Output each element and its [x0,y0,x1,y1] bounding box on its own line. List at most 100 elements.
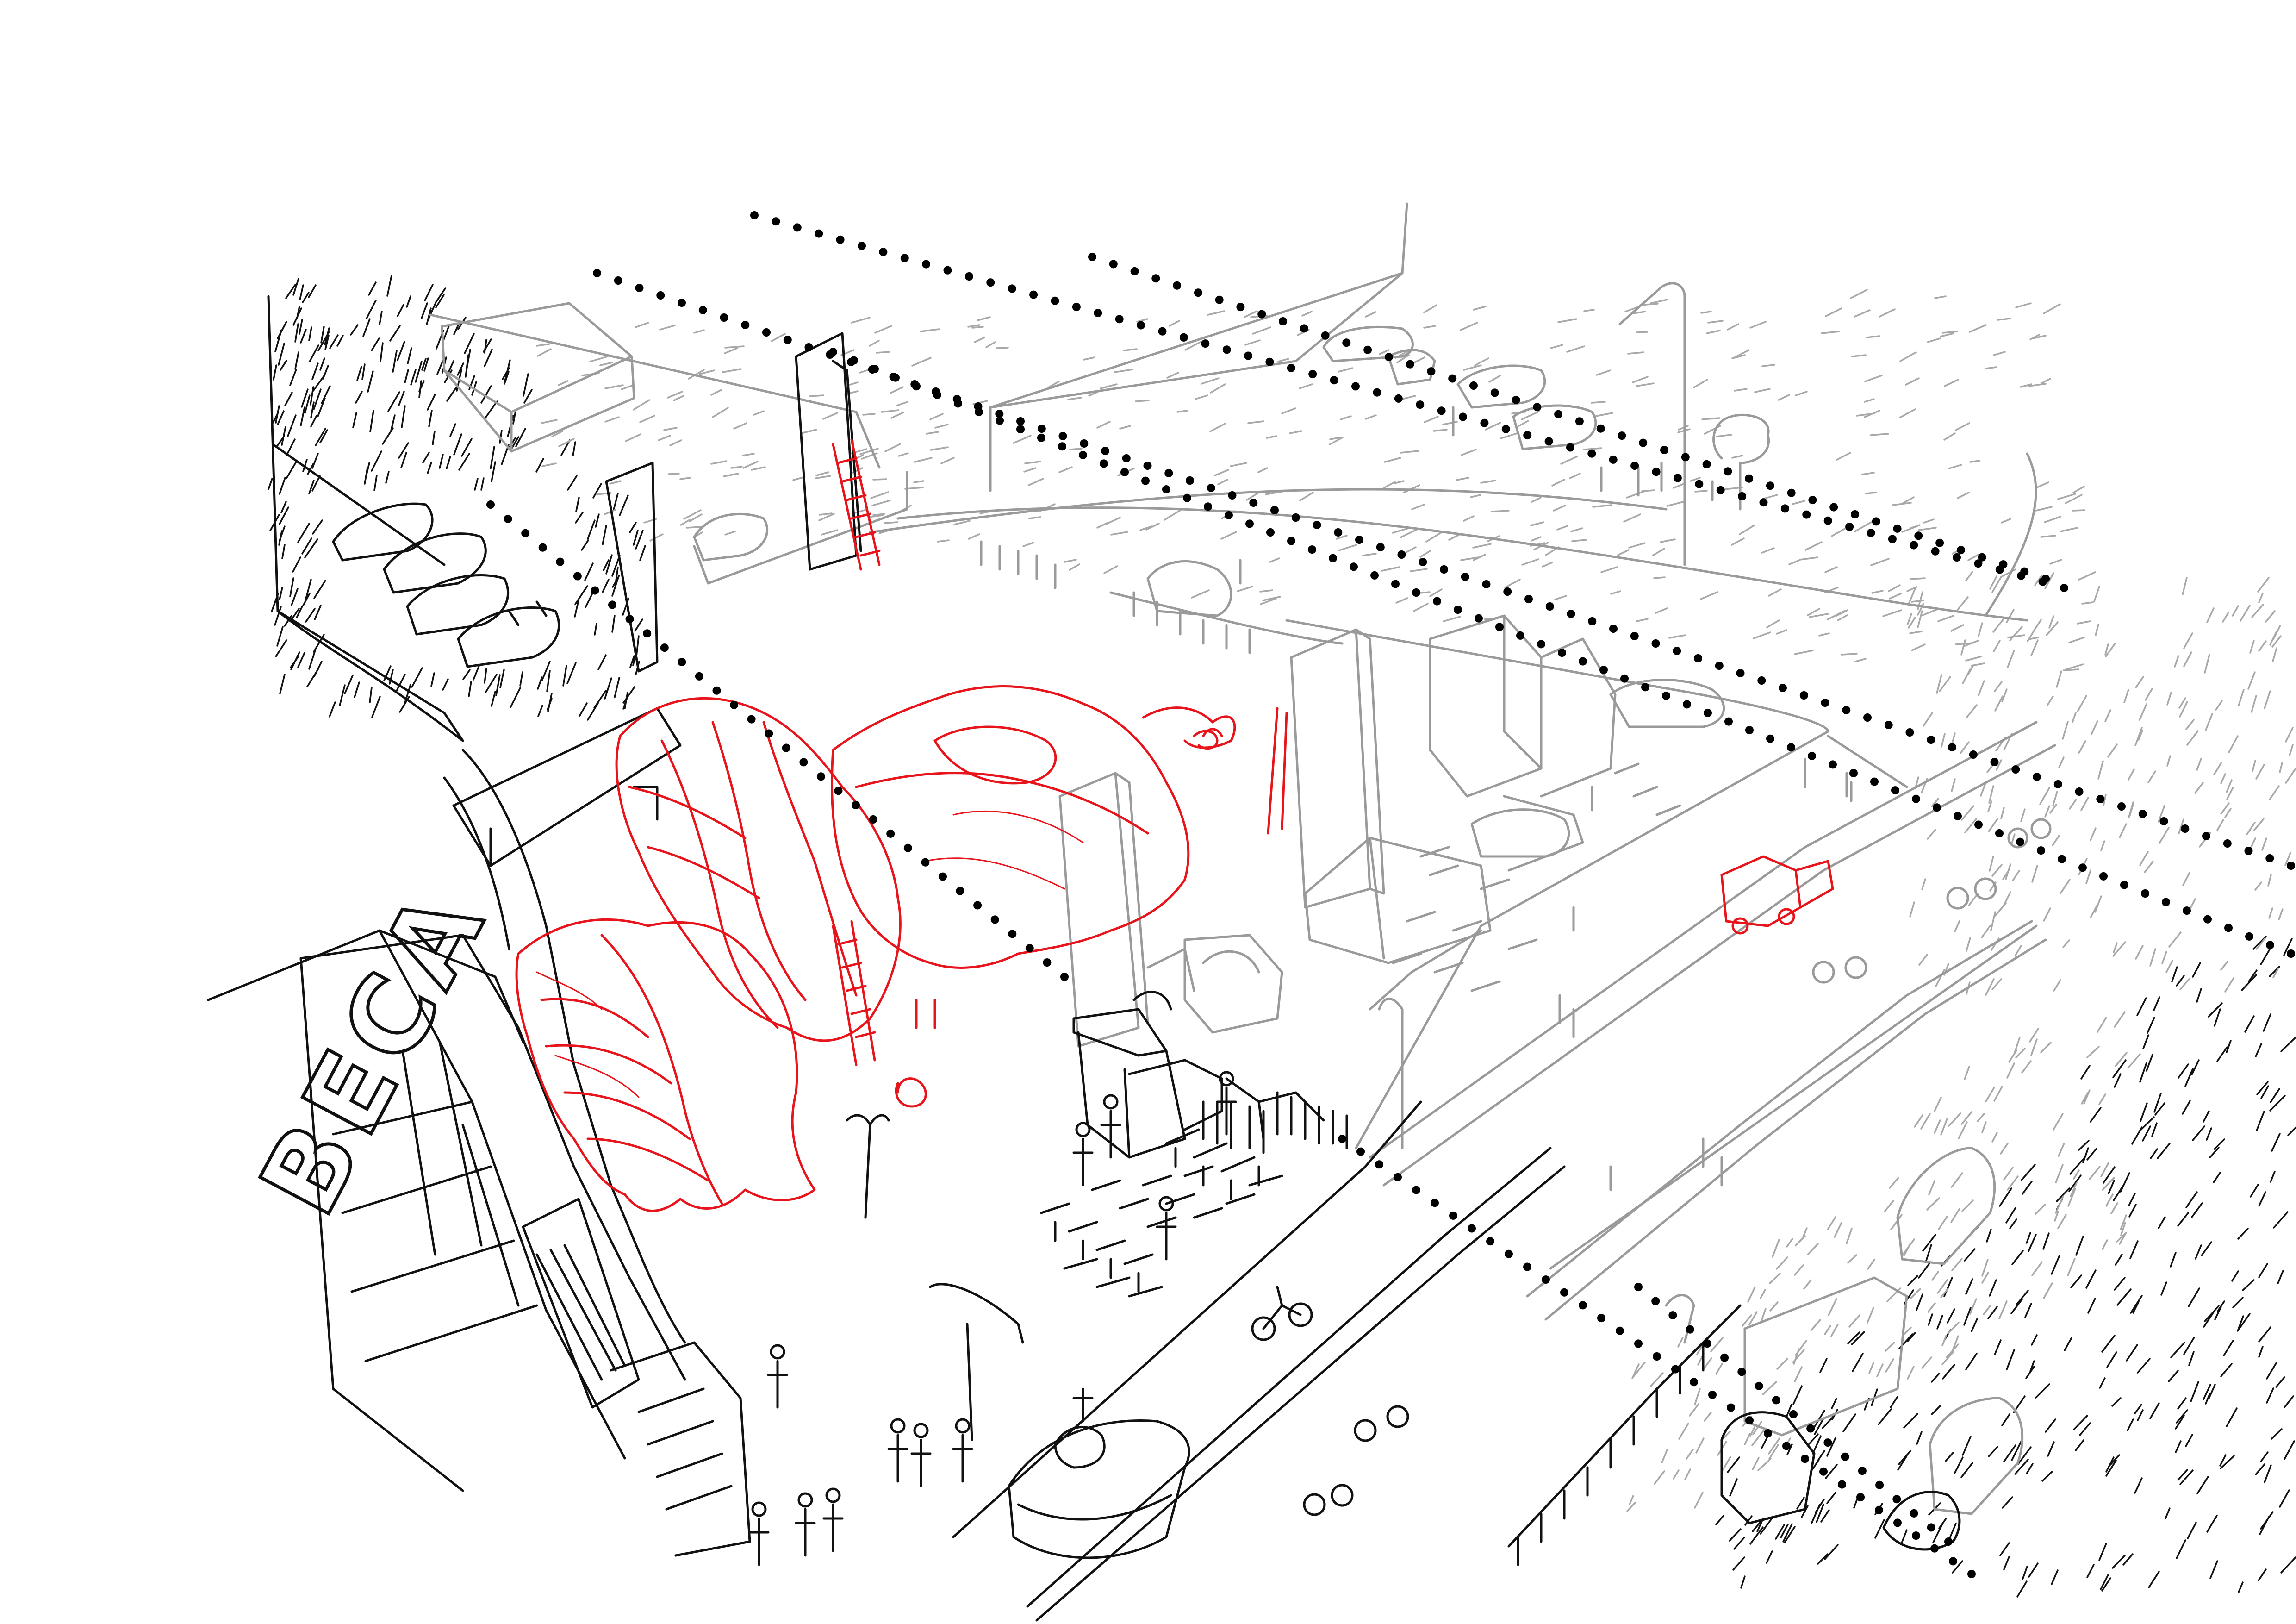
guide-dot [1482,580,1491,588]
guide-dot [1620,674,1629,683]
guide-dot [1944,1537,1953,1546]
guide-dot [712,686,721,695]
guide-dot [921,858,930,867]
guide-dot [1930,1544,1939,1553]
guide-dot [1630,462,1639,470]
guide-dot [1416,400,1425,409]
guide-dot [1137,321,1145,330]
guide-dot [1554,410,1563,418]
guide-dot [1652,468,1661,476]
guide-dot [1694,654,1702,662]
guide-dot [1737,1368,1746,1376]
guide-dot [1639,438,1648,447]
guide-dot [2183,906,2191,915]
guide-dot [1461,573,1469,581]
guide-dot [1757,676,1766,685]
guide-dot [1141,476,1150,485]
guide-dot [836,235,845,244]
guide-dot [1823,1438,1832,1447]
guide-dot [1668,1311,1677,1320]
guide-dot [815,229,823,238]
guide-dot [1016,417,1025,425]
guide-dot [1673,474,1682,482]
guide-dot [1058,442,1066,451]
guide-dot [1265,357,1274,366]
guide-dot [1051,296,1059,305]
guide-dot [1308,545,1316,554]
guide-dot [1856,1493,1865,1502]
building-sign: BECA [236,864,513,1236]
guide-dot [1406,360,1414,369]
guide-dot [1043,958,1052,967]
guide-dot [698,306,707,314]
guide-dot [1978,553,1986,562]
guide-dot [772,217,780,226]
guide-dot [747,715,756,724]
guide-dot [1829,503,1838,512]
guide-dot [1287,537,1295,545]
guide-dot [1440,565,1448,574]
guide-dot [635,284,644,292]
guide-dot [521,529,530,537]
guide-dot [1058,432,1067,440]
guide-dot [1384,353,1393,362]
guide-dot [1720,1353,1729,1362]
guide-dot [1808,496,1817,505]
guide-dot [1308,370,1317,379]
guide-dot [1016,425,1025,434]
guide-dot [1738,492,1747,500]
guide-dot [1727,1403,1735,1412]
guide-dot [1201,339,1210,348]
guide-dot [2033,773,2041,781]
hatch-strokes [1626,1011,2141,1512]
guide-dot [852,801,860,810]
guide-dot [1122,454,1131,462]
guide-dot [1819,1467,1828,1476]
guide-dot [573,572,582,581]
guide-dot [1579,1301,1587,1310]
guide-dot [556,557,565,566]
guide-dot [2245,932,2253,941]
guide-dot [956,887,964,895]
guide-dot [964,272,973,281]
guide-dot [943,266,952,275]
guide-dot [1503,587,1512,596]
guide-dot [1244,351,1252,360]
guide-dot [829,348,837,356]
guide-dot [1486,1237,1494,1246]
guide-dot [2117,802,2126,811]
guide-dot [1342,338,1351,347]
guide-dot [1130,267,1139,275]
guide-dot [2037,846,2045,855]
guide-dot [816,772,825,781]
guide-dot [1673,647,1681,655]
guide-dot [1350,562,1358,571]
hatch-strokes [268,275,646,721]
guide-dot [1101,447,1109,455]
guide-dot [1967,1570,1976,1578]
guide-dot [1935,538,1944,547]
guide-dot [730,700,739,709]
guide-dot [1910,1509,1918,1518]
guide-dot [2203,915,2212,924]
guide-dot [1245,519,1254,528]
guide-dot [614,276,622,285]
guide-dot [1927,1523,1935,1532]
guide-dot [1334,528,1343,537]
guide-dot [1858,1467,1867,1475]
guide-dot [2016,837,2024,846]
guide-dot [1449,1211,1457,1220]
guide-dot [1558,649,1566,657]
guide-dot [741,321,750,329]
guide-dot [1782,1442,1791,1450]
guide-dot [1588,617,1597,625]
guide-dot [1516,631,1524,640]
guide-dot [656,291,665,300]
guide-dot [2265,854,2274,862]
guide-dot [720,313,728,322]
guide-dot [1745,726,1754,735]
guide-dot [954,399,962,408]
guide-dot [1884,721,1893,729]
guide-dot [1892,1495,1901,1504]
guide-dot [2202,832,2210,840]
